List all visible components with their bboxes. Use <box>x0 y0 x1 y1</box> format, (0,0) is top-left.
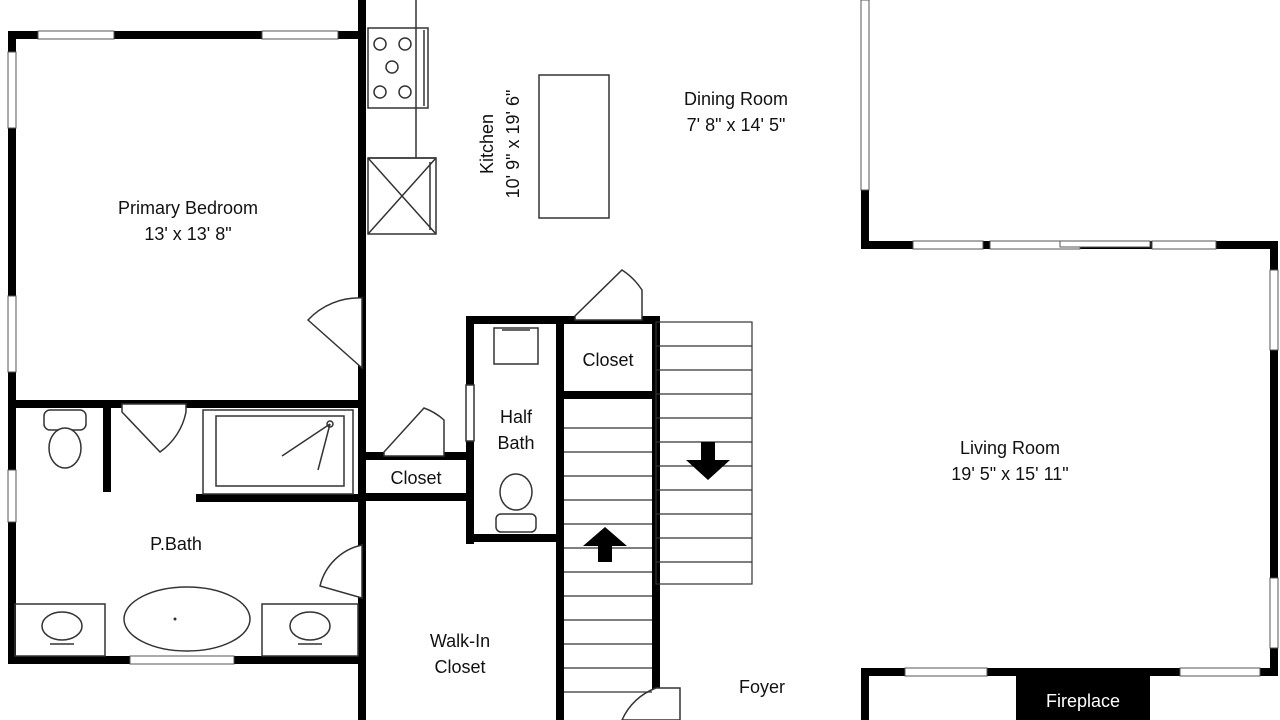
room-name: Closet <box>582 350 634 370</box>
room-name-line1: Walk-In <box>429 631 491 651</box>
room-name: Primary Bedroom <box>117 198 259 218</box>
room-name-line2: Closet <box>434 657 486 677</box>
room-dims: 13' x 13' 8" <box>144 224 232 244</box>
room-name: Fireplace <box>1045 691 1121 711</box>
stair-down-arrow-icon <box>686 442 730 480</box>
room-name-line2: Bath <box>497 433 535 453</box>
room-name: Kitchen <box>477 113 497 175</box>
kitchen-counters <box>367 0 437 235</box>
stove-icon <box>373 30 425 106</box>
room-dims: 19' 5" x 15' 11" <box>951 464 1069 484</box>
room-label-closet-top: Closet <box>568 347 648 373</box>
room-label-living-room: Living Room 19' 5" x 15' 11" <box>930 435 1090 487</box>
bathtub-icon <box>123 586 251 652</box>
room-label-walk-in-closet: Walk-In Closet <box>410 628 510 680</box>
room-label-dining-room: Dining Room 7' 8" x 14' 5" <box>660 86 812 138</box>
sink-icon <box>14 603 359 657</box>
stairs <box>564 321 753 693</box>
room-dims: 7' 8" x 14' 5" <box>686 115 786 135</box>
toilet-icon <box>43 409 87 469</box>
room-label-primary-bedroom: Primary Bedroom 13' x 13' 8" <box>108 195 268 247</box>
room-label-fireplace: Fireplace <box>1024 688 1142 714</box>
room-label-half-bath: Half Bath <box>486 404 546 456</box>
room-name: Foyer <box>738 677 785 697</box>
room-dims: 10' 9" x 19' 6" <box>503 89 523 199</box>
half-bath-fixtures <box>493 327 539 533</box>
fireplace <box>1016 676 1150 720</box>
kitchen-island <box>538 74 610 219</box>
room-name-line1: Half <box>499 407 532 427</box>
room-name: Dining Room <box>683 89 789 109</box>
windows <box>7 0 1279 677</box>
room-label-closet-mid: Closet <box>376 465 456 491</box>
room-label-p-bath: P.Bath <box>136 531 216 557</box>
room-name: P.Bath <box>150 534 202 554</box>
doors <box>121 269 681 720</box>
room-name: Living Room <box>959 438 1061 458</box>
room-label-kitchen: Kitchen 10' 9" x 19' 6" <box>474 74 526 214</box>
room-name: Closet <box>390 468 442 488</box>
shower-icon <box>202 409 354 495</box>
room-label-foyer: Foyer <box>722 674 802 700</box>
stair-up-arrow-icon <box>583 527 627 562</box>
